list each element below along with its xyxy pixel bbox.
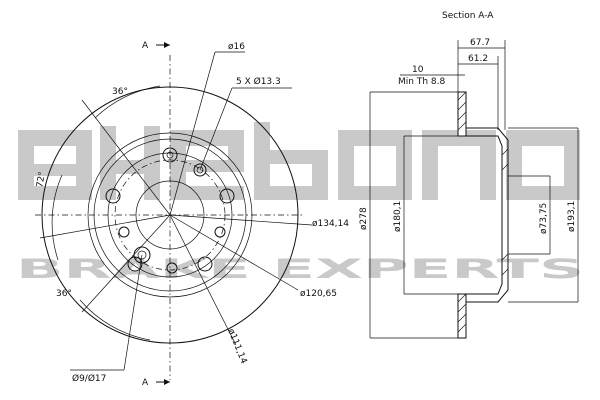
section-marker-bottom-label: A — [142, 378, 149, 388]
section-marker-bottom: A — [142, 378, 170, 388]
bolt-holes-label: 5 X Ø13.3 — [236, 76, 281, 87]
inner-diameter-label: ø180,1 — [393, 201, 403, 232]
section-title: Section A-A — [442, 11, 494, 21]
leader-pitch — [169, 214, 299, 291]
bolt-hole — [197, 256, 213, 272]
small-hole-inner — [196, 166, 204, 174]
leader-small-holes — [123, 254, 143, 371]
leader-hub-hole — [169, 51, 216, 216]
small-hole — [193, 163, 207, 177]
bolt-circle-label: ø134,14 — [312, 219, 349, 229]
section-view: Section A-A 67.7 61.2 10 Min Th 8.8 — [359, 11, 579, 339]
angle-ray-top — [81, 99, 171, 216]
bolt-hole-center — [166, 151, 174, 159]
hub-hole-label: ø16 — [228, 42, 245, 52]
bolt-hole — [162, 147, 178, 163]
angle-arc-left — [51, 174, 63, 261]
locator-hole-inner — [137, 250, 147, 260]
watermark-logo: akebono BRAKE EXPERTS — [16, 122, 584, 285]
friction-plate-top — [457, 91, 467, 137]
small-hole — [118, 226, 130, 238]
bolt-hole — [219, 188, 235, 204]
angle-ray-left — [39, 214, 171, 239]
bolt-hole — [127, 256, 143, 272]
small-holes-label: Ø9/Ø17 — [72, 373, 106, 384]
hub-diameter-label: ø111,14 — [225, 327, 248, 365]
small-hole — [166, 262, 178, 274]
hat-diameter-label: ø193,1 — [567, 201, 577, 232]
leader-bolt-holes — [199, 87, 233, 171]
angle-arc-bottom — [79, 299, 151, 341]
angle-bottom-label: 36° — [56, 289, 72, 299]
hat-profile-inner — [466, 135, 503, 295]
bolt-holes — [105, 147, 235, 274]
rotor-section-profile — [457, 91, 509, 339]
thickness-label: 10 — [412, 65, 424, 75]
overall-width-label: 67.7 — [470, 38, 490, 48]
front-view: A A ø16 5 X Ø13.3 ø134,14 ø120,65 ø111,1… — [35, 41, 349, 388]
pitch-diameter-label: ø120,65 — [300, 289, 337, 299]
angle-ray-bottom — [81, 214, 171, 313]
section-hatching — [457, 91, 509, 333]
hat-profile — [465, 127, 509, 303]
friction-plate-bottom — [457, 293, 467, 339]
leader-bolt-circle — [169, 214, 313, 226]
angle-arc-top — [94, 85, 161, 119]
center-bore-label: ø73,75 — [539, 203, 549, 234]
section-marker-top: A — [142, 41, 170, 51]
angle-left-label: 72° — [35, 171, 48, 188]
front-leaders — [39, 51, 313, 371]
outer-diameter-label: ø278 — [359, 207, 369, 230]
min-thickness-label: Min Th 8.8 — [398, 77, 445, 87]
bolt-hole — [105, 188, 121, 204]
small-hole — [214, 226, 226, 238]
watermark-tagline: BRAKE EXPERTS — [16, 254, 584, 285]
section-arrowhead-top — [164, 42, 170, 48]
section-arrowhead-bottom — [164, 379, 170, 385]
leader-hub-dia — [169, 214, 237, 346]
section-marker-top-label: A — [142, 41, 149, 51]
hat-height-label: 61.2 — [468, 54, 488, 64]
angle-top-label: 36° — [112, 87, 128, 97]
